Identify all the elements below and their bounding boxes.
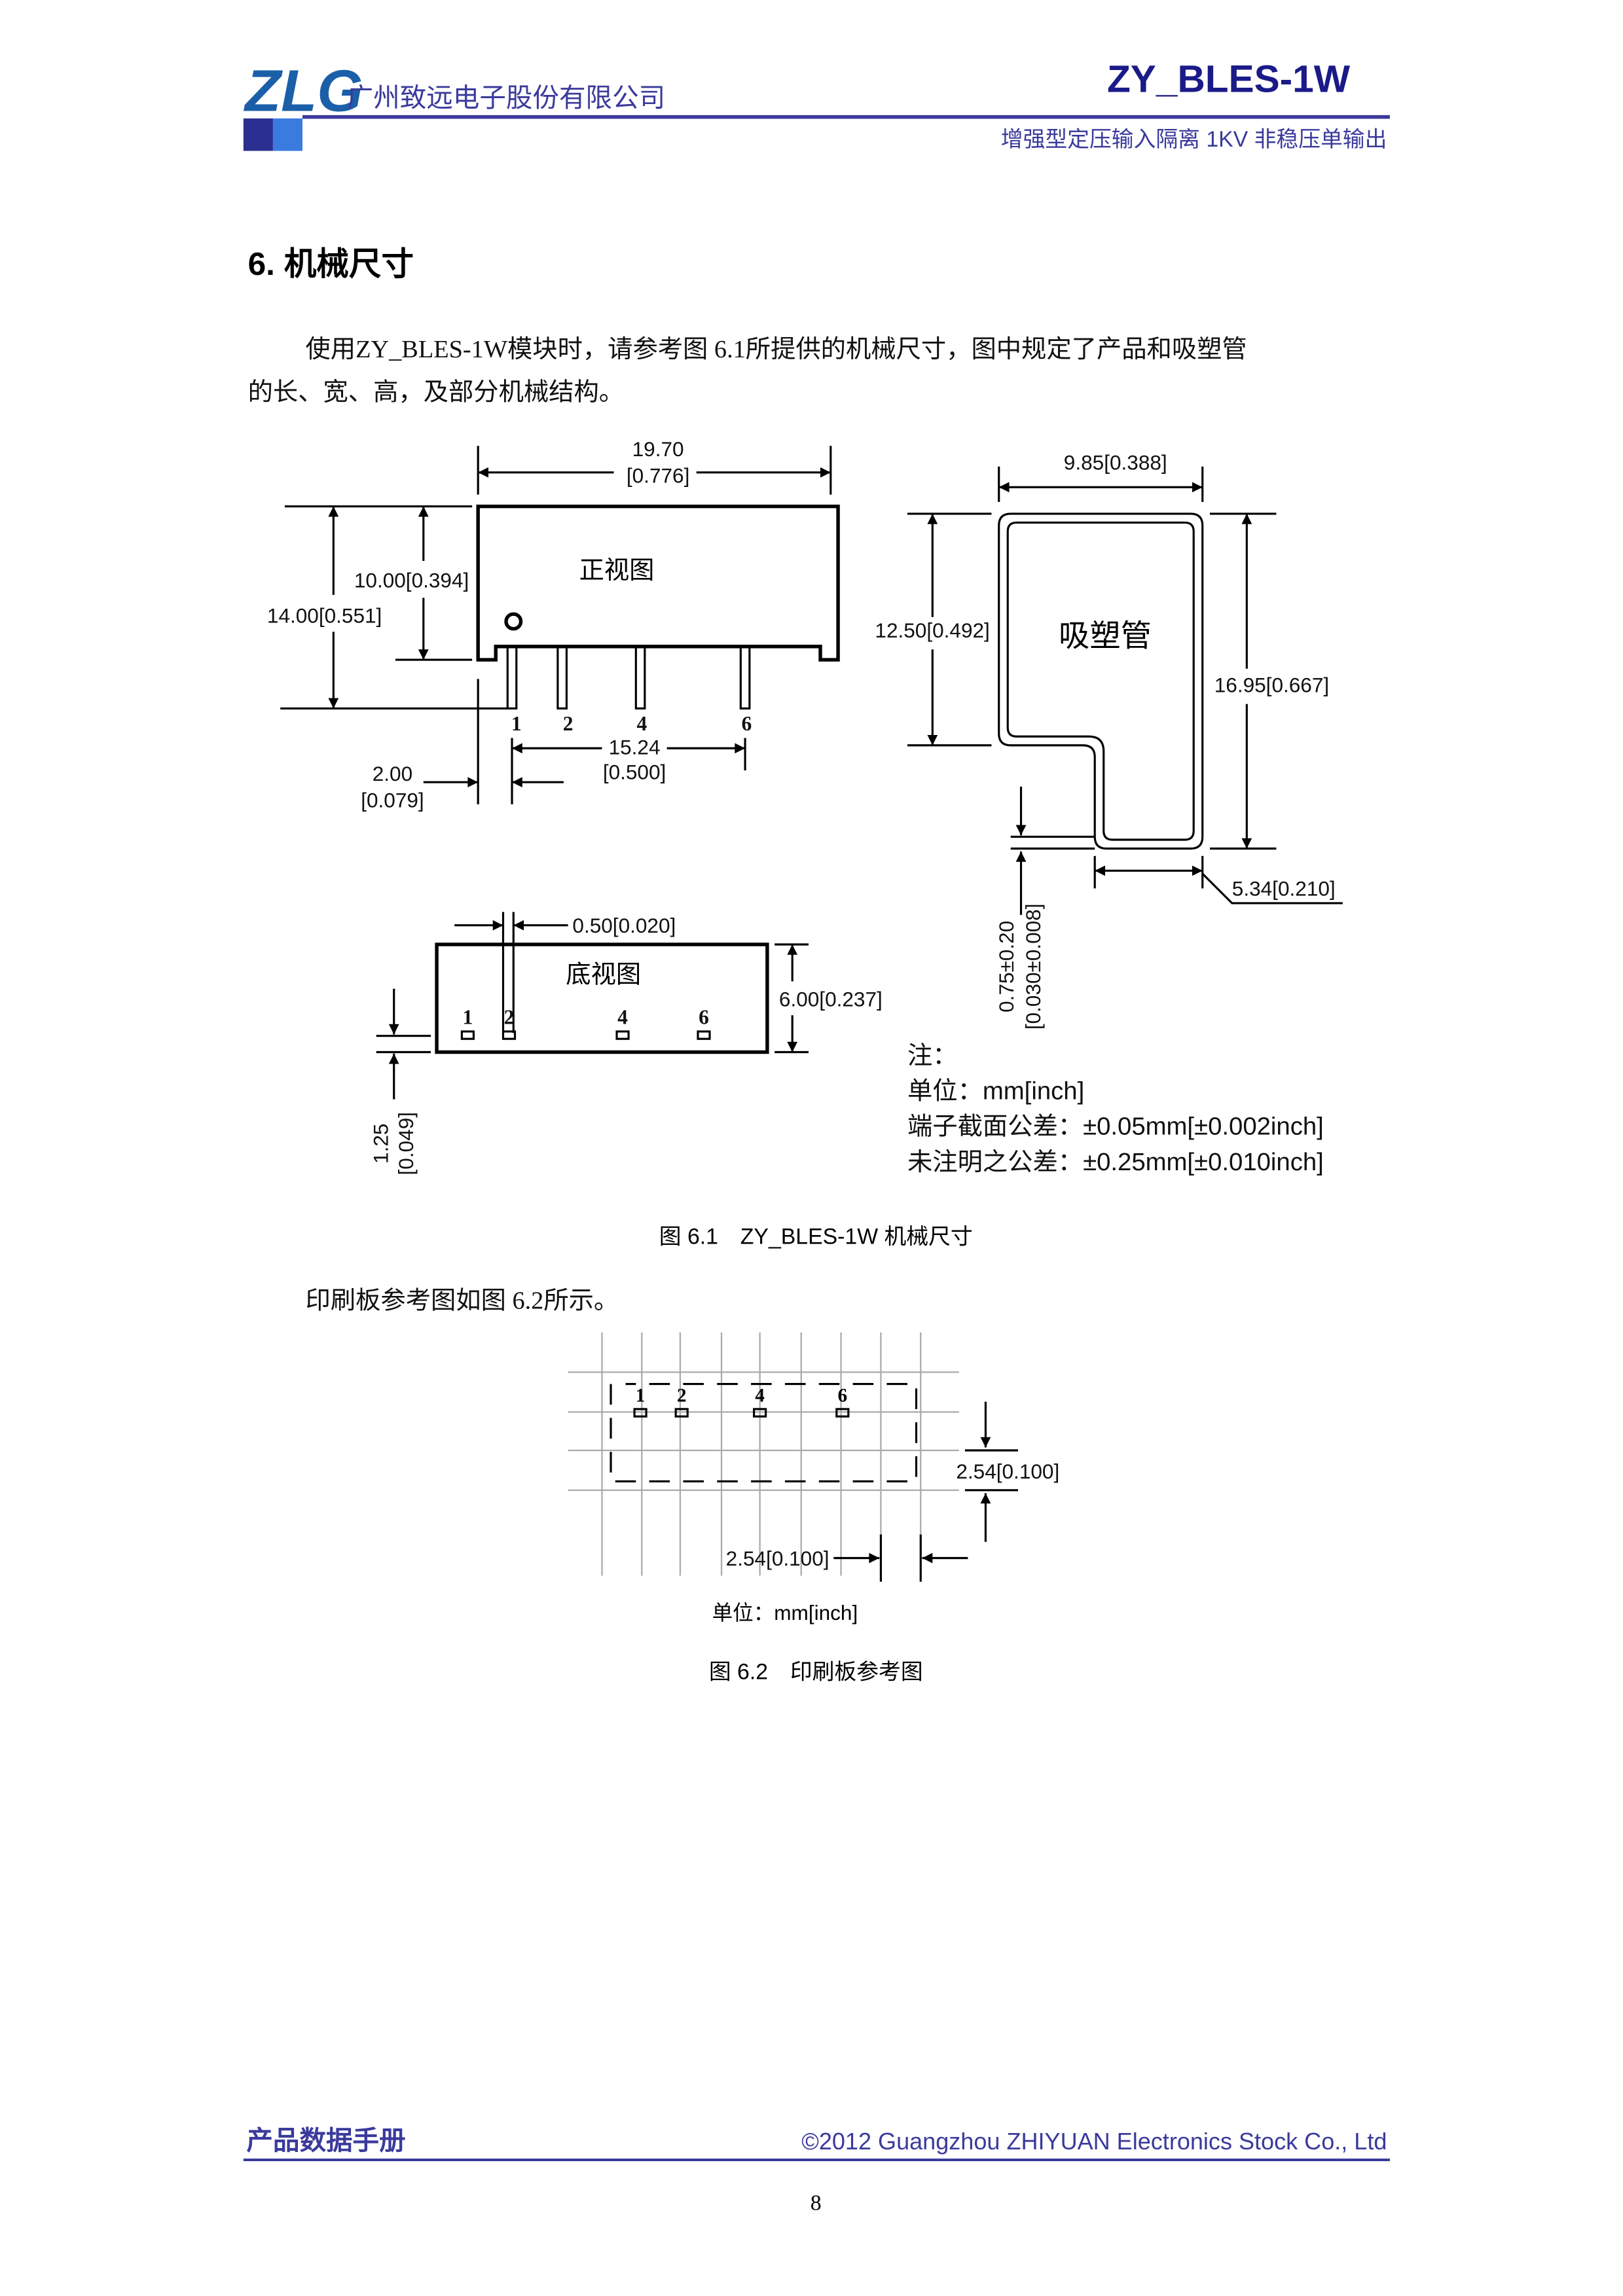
dim-pin-row: 1.25: [369, 1124, 393, 1164]
logo-text: ZLG: [243, 58, 363, 124]
dim-pin-offset-inch: [0.079]: [361, 788, 424, 812]
pin-label: 1: [463, 1006, 473, 1029]
dim-pin-width: 0.50[0.020]: [572, 914, 676, 937]
dim-depth: 6.00[0.237]: [779, 988, 883, 1011]
paragraph-line: 的长、宽、高，及部分机械结构。: [248, 378, 624, 406]
section-title: 6. 机械尺寸: [248, 245, 414, 282]
pin-label: 4: [636, 712, 647, 735]
dim-width-inch: [0.776]: [627, 464, 689, 488]
front-view-label: 正视图: [579, 557, 655, 584]
dim-tube-total-height: 16.95[0.667]: [1214, 673, 1329, 697]
dim-pitch-vertical: 2.54[0.100]: [956, 1460, 1059, 1483]
pcb-grid: [568, 1332, 959, 1576]
company-logo: ZLG: [243, 58, 363, 151]
pcb-layout-drawing: 1 2 4 6 2.54[0.100] 2.54[0.100] 单位：mm[in…: [568, 1332, 1059, 1624]
company-name: 广州致远电子股份有限公司: [347, 82, 666, 113]
pcb-pin-label: 4: [755, 1386, 765, 1407]
pcb-unit-note: 单位：mm[inch]: [712, 1601, 858, 1624]
figure-caption: 图 6.2 印刷板参考图: [709, 1659, 923, 1684]
dim-pitch-horizontal: 2.54[0.100]: [726, 1547, 830, 1570]
tube-label: 吸塑管: [1059, 620, 1152, 654]
product-subtitle: 增强型定压输入隔离 1KV 非稳压单输出: [1001, 127, 1387, 152]
pcb-pin-label: 2: [677, 1386, 687, 1407]
pcb-intro-text: 印刷板参考图如图 6.2所示。: [306, 1287, 619, 1315]
figure-caption: 图 6.1 ZY_BLES-1W 机械尺寸: [659, 1224, 973, 1249]
product-title: ZY_BLES-1W: [1107, 58, 1351, 100]
pin-label: 1: [511, 712, 522, 735]
dim-tube-wall-inch: [0.030±0.008]: [1021, 903, 1045, 1030]
dim-pin-offset: 2.00: [373, 762, 412, 785]
pin-label: 2: [504, 1006, 515, 1029]
dim-tube-width: 9.85[0.388]: [1064, 450, 1167, 474]
pin-label: 2: [563, 712, 574, 735]
front-view-drawing: 正视图 1 2 4 6 19.70 [0.776] 10.00[0.394] 1…: [267, 437, 840, 812]
footer-doc-type: 产品数据手册: [246, 2125, 405, 2155]
drawing-notes: 注： 单位：mm[inch] 端子截面公差：±0.05mm[±0.002inch…: [907, 1042, 1324, 1176]
dim-pin-span-inch: [0.500]: [603, 761, 666, 784]
bottom-view-label: 底视图: [566, 961, 641, 989]
header: ZLG 广州致远电子股份有限公司 ZY_BLES-1W 增强型定压输入隔离 1K…: [243, 58, 1390, 152]
dim-tube-step: 5.34[0.210]: [1232, 877, 1336, 901]
tube-drawing: 吸塑管 9.85[0.388] 12.50[0.492] 16.95[0.667…: [875, 450, 1343, 1030]
bottom-view-drawing: 底视图 1 2 4 6 0.50[0.020] 6.00[0.237] 1.25…: [369, 912, 883, 1175]
note-terminal-tolerance: 端子截面公差：±0.05mm[±0.002inch]: [907, 1113, 1324, 1141]
footer: 产品数据手册 ©2012 Guangzhou ZHIYUAN Electroni…: [243, 2125, 1390, 2215]
pin-label: 6: [699, 1006, 709, 1029]
dim-tube-left-height: 12.50[0.492]: [875, 619, 989, 642]
pin-label: 4: [617, 1006, 628, 1029]
dim-tube-wall: 0.75±0.20: [994, 921, 1018, 1013]
dim-pin-span: 15.24: [609, 735, 661, 759]
dim-body-height: 10.00[0.394]: [354, 569, 469, 592]
note-unit: 单位：mm[inch]: [907, 1077, 1084, 1105]
page-number: 8: [811, 2191, 822, 2215]
pin-label: 6: [741, 712, 752, 735]
dim-pin-row-inch: [0.049]: [394, 1112, 418, 1175]
pcb-pin-label: 1: [636, 1386, 646, 1407]
footer-copyright: ©2012 Guangzhou ZHIYUAN Electronics Stoc…: [801, 2128, 1387, 2155]
paragraph-line: 使用ZY_BLES-1W模块时，请参考图 6.1所提供的机械尺寸，图中规定了产品…: [306, 335, 1247, 363]
dim-width: 19.70: [632, 437, 684, 461]
pcb-pin-label: 6: [838, 1386, 848, 1407]
notes-title: 注：: [907, 1042, 958, 1070]
dim-total-height: 14.00[0.551]: [267, 604, 382, 628]
note-general-tolerance: 未注明之公差：±0.25mm[±0.010inch]: [907, 1148, 1324, 1176]
